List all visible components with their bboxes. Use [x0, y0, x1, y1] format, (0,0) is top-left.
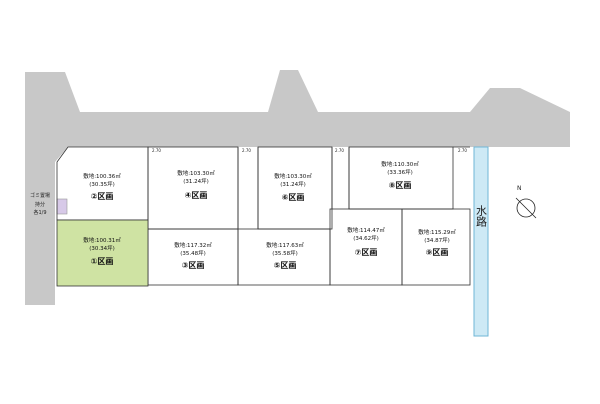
lot-4-outline: [147, 146, 239, 230]
garbage-area: [56, 198, 68, 215]
lot-8-name: ⑧区画: [389, 181, 412, 190]
lot-4-area: 敷地:103.30㎡: [177, 169, 215, 177]
lot-5-name: ⑤区画: [274, 261, 297, 270]
lot-3-area: 敷地:117.32㎡: [174, 241, 212, 249]
lot-2-name: ②区画: [91, 192, 114, 201]
lot-outlines: [56, 146, 471, 286]
dim-label: 2.70: [458, 148, 467, 153]
lot-7-tsubo: (34.62坪): [353, 234, 379, 242]
lot-3-outline: [147, 228, 239, 286]
lot-1-area: 敷地:100.31㎡: [83, 236, 121, 244]
north-arrow-icon: N: [515, 185, 537, 219]
lot-9-name: ⑨区画: [426, 248, 449, 257]
lot-8-tsubo: (33.36坪): [387, 168, 413, 176]
lot-1-outline: [56, 219, 149, 287]
lot-1-tsubo: (30.34坪): [89, 244, 115, 252]
lot-1-name: ①区画: [91, 257, 114, 266]
dim-label: 2.70: [152, 148, 161, 153]
lot-5-tsubo: (35.58坪): [272, 249, 298, 257]
lot-6-outline: [257, 146, 333, 230]
dim-label: 2.70: [242, 148, 251, 153]
north-label: N: [517, 185, 522, 192]
lot-2-tsubo: (30.35坪): [89, 180, 115, 188]
lot-9-area: 敷地:115.29㎡: [418, 228, 456, 236]
lot-7-name: ⑦区画: [355, 248, 378, 257]
lot-8-area: 敷地:110.30㎡: [381, 160, 419, 168]
garbage-label-1: ゴミ置場: [30, 192, 50, 199]
lot-9-outline: [401, 208, 471, 286]
lot-8-outline: [348, 146, 454, 210]
water-label: 水路: [475, 205, 488, 228]
garbage-label-2: 持分: [35, 201, 45, 208]
dim-label: 2.70: [335, 148, 344, 153]
lot-4-name: ④区画: [185, 191, 208, 200]
lot-6-area: 敷地:103.30㎡: [274, 172, 312, 180]
lot-3-tsubo: (35.48坪): [180, 249, 206, 257]
lot-9-tsubo: (34.87坪): [424, 236, 450, 244]
lot-7-outline: [329, 208, 403, 286]
lot-2-area: 敷地:100.36㎡: [83, 172, 121, 180]
lot-7-area: 敷地:114.47㎡: [347, 226, 385, 234]
lot-6-name: ⑥区画: [282, 193, 305, 202]
lot-5-outline: [237, 228, 331, 286]
road: [25, 70, 570, 305]
water-channel: [473, 146, 489, 337]
lot-3-name: ③区画: [182, 261, 205, 270]
garbage-label-3: 各1/9: [33, 209, 46, 216]
lot-5-area: 敷地:117.63㎡: [266, 241, 304, 249]
lot-4-tsubo: (31.24坪): [183, 177, 209, 185]
lot-6-tsubo: (31.24坪): [280, 180, 306, 188]
